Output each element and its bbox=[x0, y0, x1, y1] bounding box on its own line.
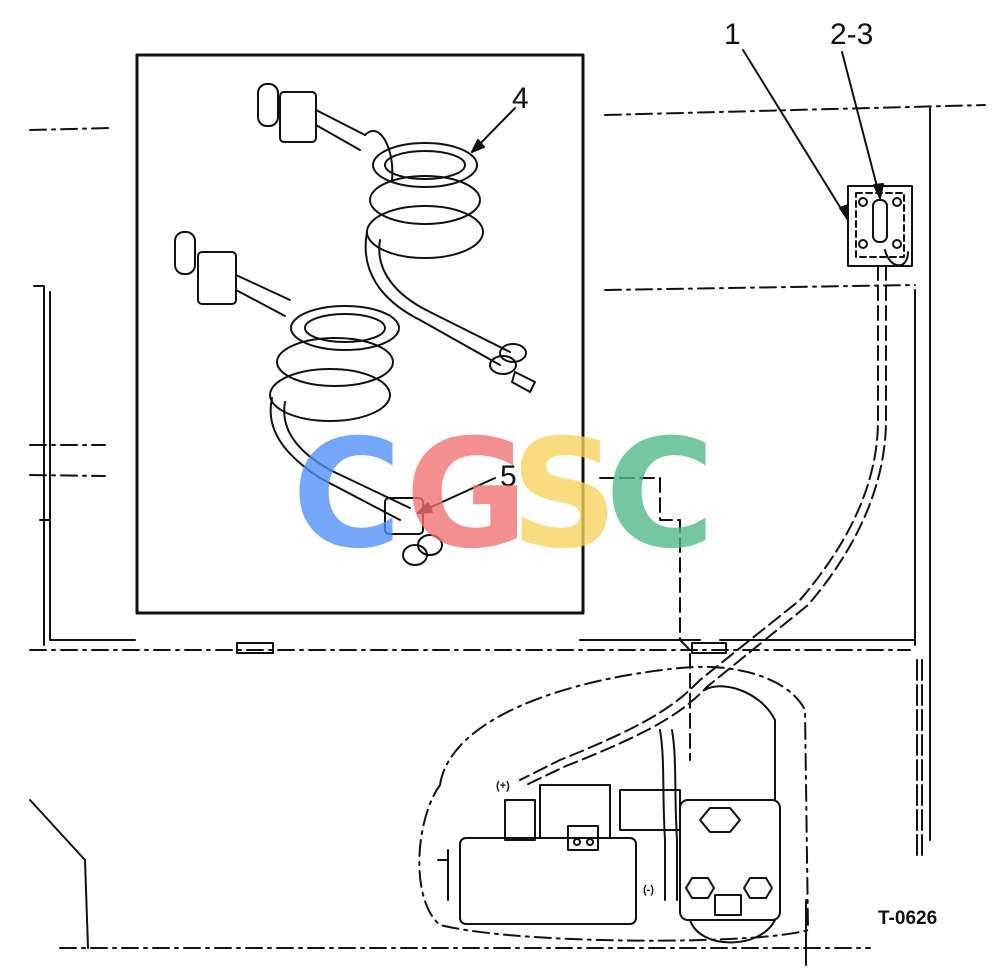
vehicle-outline bbox=[29, 104, 986, 949]
heater-element-5 bbox=[174, 231, 443, 566]
frame-clips bbox=[236, 642, 727, 654]
negative-terminal-label: (-) bbox=[643, 884, 654, 896]
watermark-letter-g: G bbox=[405, 408, 529, 582]
callout-leaders bbox=[417, 49, 884, 514]
callout-1: 1 bbox=[724, 18, 741, 51]
detail-inset-frame bbox=[135, 53, 585, 615]
watermark-letter-s: S bbox=[510, 408, 619, 582]
heater-switch-panel bbox=[847, 185, 913, 267]
watermark-letter-c2: C bbox=[605, 408, 716, 582]
positive-terminal-label: (+) bbox=[496, 780, 510, 792]
callout-2-3: 2-3 bbox=[830, 18, 874, 51]
watermark-letter-c1: C bbox=[292, 408, 403, 582]
figure-id: T-0626 bbox=[878, 908, 938, 929]
callout-4: 4 bbox=[512, 82, 529, 115]
engine-compartment-outline bbox=[418, 665, 809, 942]
wiring-harness bbox=[519, 265, 887, 787]
callout-5: 5 bbox=[500, 460, 517, 493]
starter-motor bbox=[437, 685, 781, 944]
heater-element-4 bbox=[257, 83, 536, 393]
